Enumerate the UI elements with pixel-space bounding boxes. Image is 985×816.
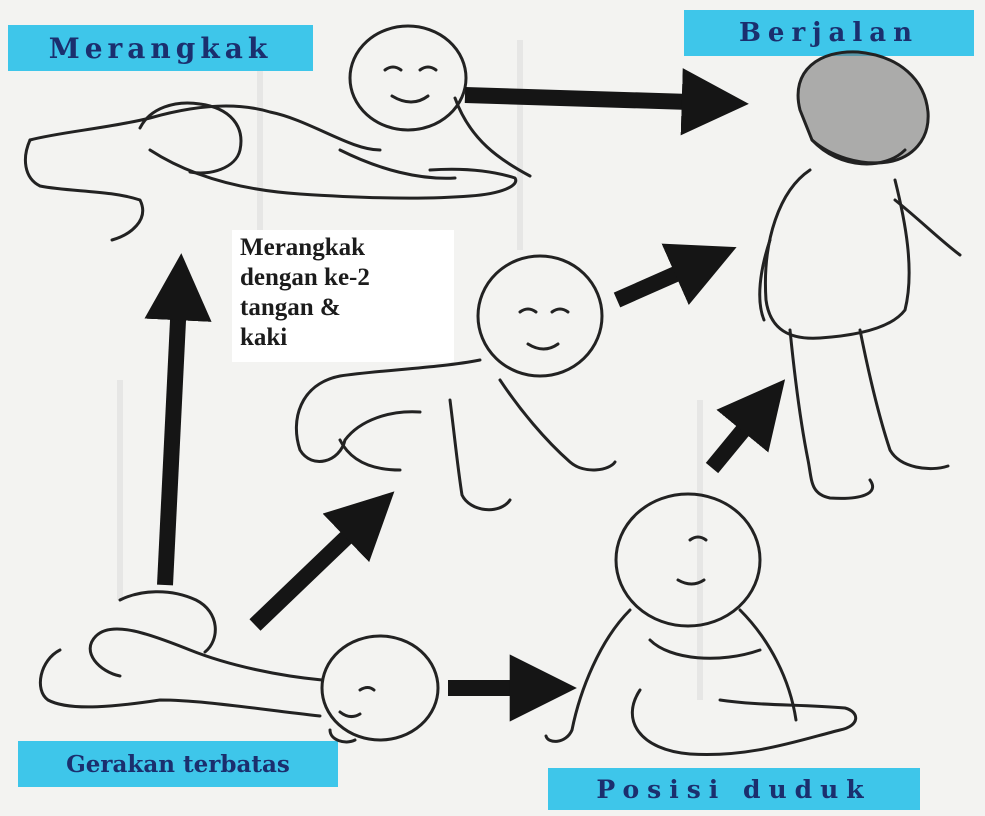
label-gerakan-terbatas: Gerakan terbatas (18, 741, 338, 787)
baby-lying-illustration (40, 592, 438, 742)
label-berjalan: Berjalan (684, 10, 974, 56)
note-line-1: Merangkak (240, 233, 446, 263)
note-line-4: kaki (240, 323, 446, 353)
arrow-crawling-belly-to-walking (465, 95, 722, 103)
progression-arrows (165, 95, 768, 688)
baby-walking-illustration (760, 52, 960, 499)
note-line-3: tangan & (240, 293, 446, 323)
label-posisi-duduk: Posisi duduk (548, 768, 920, 810)
arrow-crawling-hands-to-walking (617, 258, 712, 300)
arrow-lying-to-crawling-hands (255, 510, 375, 625)
arrow-sitting-to-walking (712, 400, 768, 468)
label-merangkak: Merangkak (8, 25, 313, 71)
note-merangkak-dengan-tangan-kaki: Merangkak dengan ke-2 tangan & kaki (232, 230, 454, 362)
note-line-2: dengan ke-2 (240, 263, 446, 293)
arrow-lying-to-crawling-belly (165, 280, 180, 585)
